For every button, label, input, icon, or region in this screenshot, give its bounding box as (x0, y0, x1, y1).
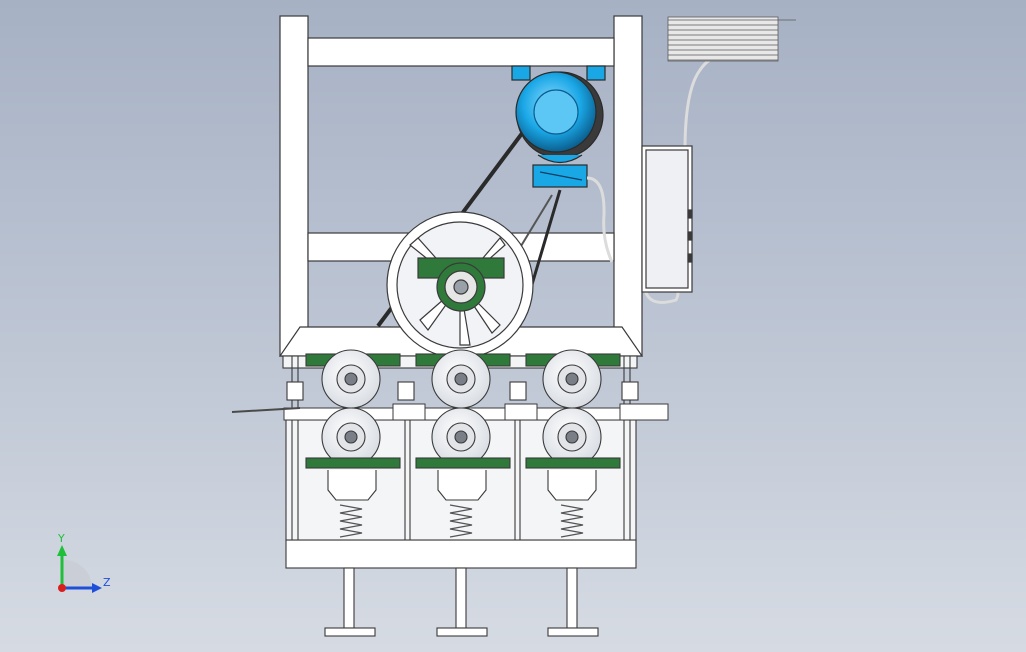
right-post (613, 15, 643, 357)
y-axis-label: Y (57, 532, 65, 545)
spring-1 (339, 504, 363, 538)
top-crossbar (307, 37, 615, 67)
control-box (641, 145, 693, 293)
wire-coil (667, 16, 796, 62)
spring-2 (449, 504, 473, 538)
left-post (279, 15, 309, 357)
roller-station-1 (305, 349, 401, 637)
roller-station-2 (415, 349, 511, 637)
z-axis-label: Z (103, 576, 111, 589)
roller-station-3 (525, 349, 621, 637)
lower-base-plate (285, 539, 637, 569)
electric-motor (511, 65, 606, 188)
roller-stations (286, 349, 639, 637)
handwheel-pulley (386, 211, 534, 359)
workpiece-wire (231, 407, 301, 413)
coordinate-triad-icon: Y Z (57, 532, 111, 593)
spring-3 (560, 504, 584, 538)
